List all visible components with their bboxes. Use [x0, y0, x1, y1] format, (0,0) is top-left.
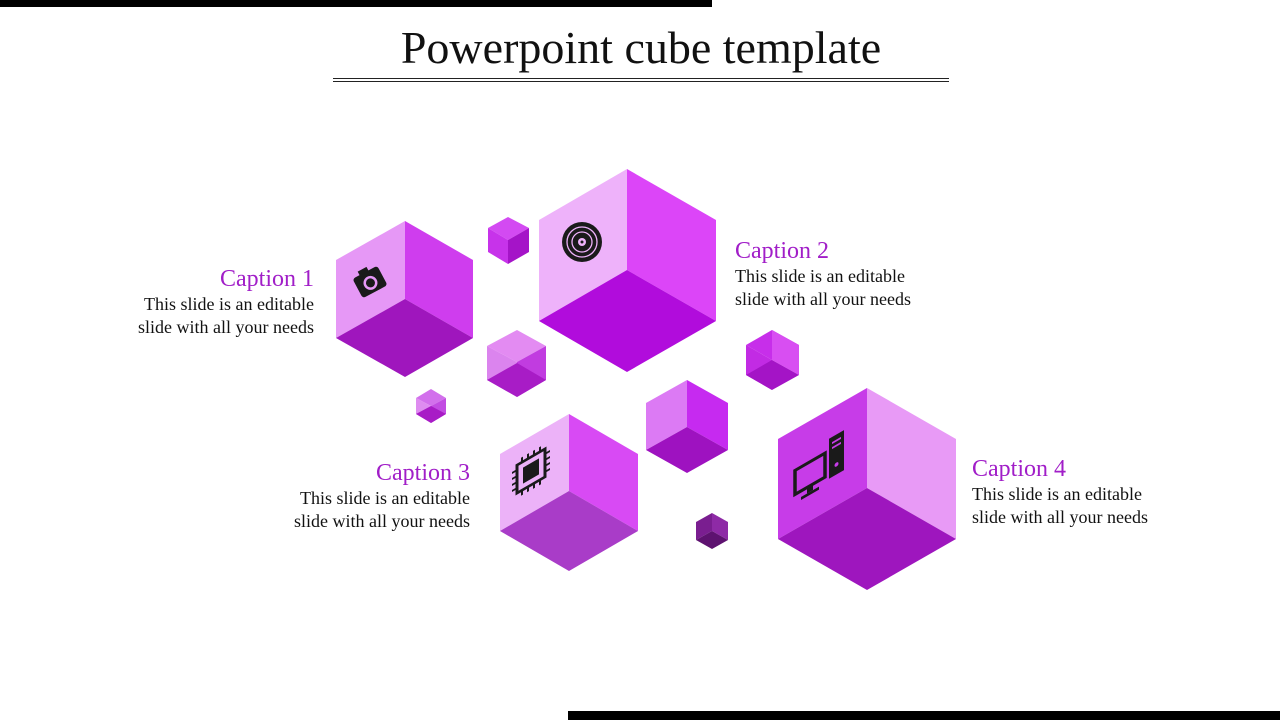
caption-2-line-2: slide with all your needs — [735, 289, 911, 309]
title-underline-1 — [333, 78, 949, 79]
caption-2: Caption 2 This slide is an editable slid… — [735, 237, 911, 311]
cube-3 — [500, 414, 638, 571]
bottom-accent-bar — [568, 711, 1280, 720]
small-cube-5 — [646, 380, 728, 473]
small-cube-2 — [487, 330, 546, 397]
caption-4-heading: Caption 4 — [972, 456, 1066, 482]
caption-2-heading: Caption 2 — [735, 238, 829, 264]
caption-3-line-1: This slide is an editable — [300, 488, 470, 508]
title-underline-2 — [333, 81, 949, 82]
caption-1-heading: Caption 1 — [220, 266, 314, 292]
caption-3: Caption 3 This slide is an editable slid… — [294, 459, 470, 533]
small-cube-1 — [488, 217, 529, 264]
caption-1-line-2: slide with all your needs — [138, 317, 314, 337]
caption-4-line-2: slide with all your needs — [972, 507, 1148, 527]
caption-2-line-1: This slide is an editable — [735, 266, 905, 286]
cube-4 — [778, 388, 956, 590]
cpu-chip-icon — [512, 446, 550, 496]
slide-title: Powerpoint cube template — [400, 22, 882, 73]
top-accent-bar — [0, 0, 712, 7]
vinyl-record-icon — [562, 222, 602, 262]
cube-1 — [336, 221, 473, 377]
small-cube-6 — [696, 513, 728, 549]
caption-4: Caption 4 This slide is an editable slid… — [972, 455, 1148, 529]
small-cube-3 — [416, 389, 446, 423]
cube-2 — [539, 169, 716, 372]
caption-3-line-2: slide with all your needs — [294, 511, 470, 531]
camera-icon — [353, 266, 387, 298]
caption-1-line-1: This slide is an editable — [144, 294, 314, 314]
caption-1: Caption 1 This slide is an editable slid… — [138, 265, 314, 339]
caption-3-heading: Caption 3 — [376, 460, 470, 486]
small-cube-4 — [746, 330, 799, 390]
desktop-computer-icon — [793, 430, 844, 500]
caption-4-line-1: This slide is an editable — [972, 484, 1142, 504]
